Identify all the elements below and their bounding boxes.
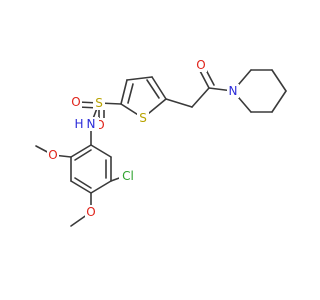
sulfonamide-nh: H N (73, 117, 99, 131)
atom-label-h: H (74, 117, 83, 131)
atom-label: O (86, 205, 95, 219)
molecule-canvas: O N S S O O H N O (35, 58, 287, 227)
sulfonyl-sulfur: S (93, 96, 105, 110)
atom-labels: O N S S O O H N O (47, 58, 239, 219)
methoxy-oxygen-bottom: O (85, 205, 97, 219)
bond (90, 144, 112, 158)
bond (126, 76, 153, 81)
bond (70, 144, 92, 158)
atom-label: O (196, 58, 205, 72)
structure-diagram: O N S S O O H N O (35, 58, 287, 227)
piperidine-nitrogen: N (227, 84, 239, 98)
sulfonyl-oxygen-left: O (70, 95, 82, 109)
thiophene-sulfur: S (137, 111, 149, 125)
bond (74, 177, 92, 189)
bond (271, 90, 287, 113)
bond (120, 79, 128, 105)
atom-label: O (95, 118, 104, 132)
bond (70, 180, 92, 194)
bond (198, 68, 210, 89)
atom-label-n: N (87, 117, 96, 131)
bond (191, 87, 210, 108)
methoxy-oxygen-top: O (47, 148, 59, 162)
atom-label: O (48, 148, 57, 162)
atom-label: N (229, 84, 238, 98)
bond (127, 83, 134, 104)
atom-label: S (139, 111, 147, 125)
bonds (35, 65, 287, 227)
bond (146, 79, 160, 99)
bond (165, 98, 193, 108)
bond (90, 180, 112, 194)
atom-label: O (71, 95, 80, 109)
bond (151, 76, 167, 100)
chlorine: Cl (119, 169, 136, 183)
ketone-oxygen: O (195, 58, 207, 72)
atom-label: Cl (122, 169, 134, 183)
bond (74, 149, 92, 161)
bond (271, 69, 287, 92)
atom-label: S (95, 96, 103, 110)
